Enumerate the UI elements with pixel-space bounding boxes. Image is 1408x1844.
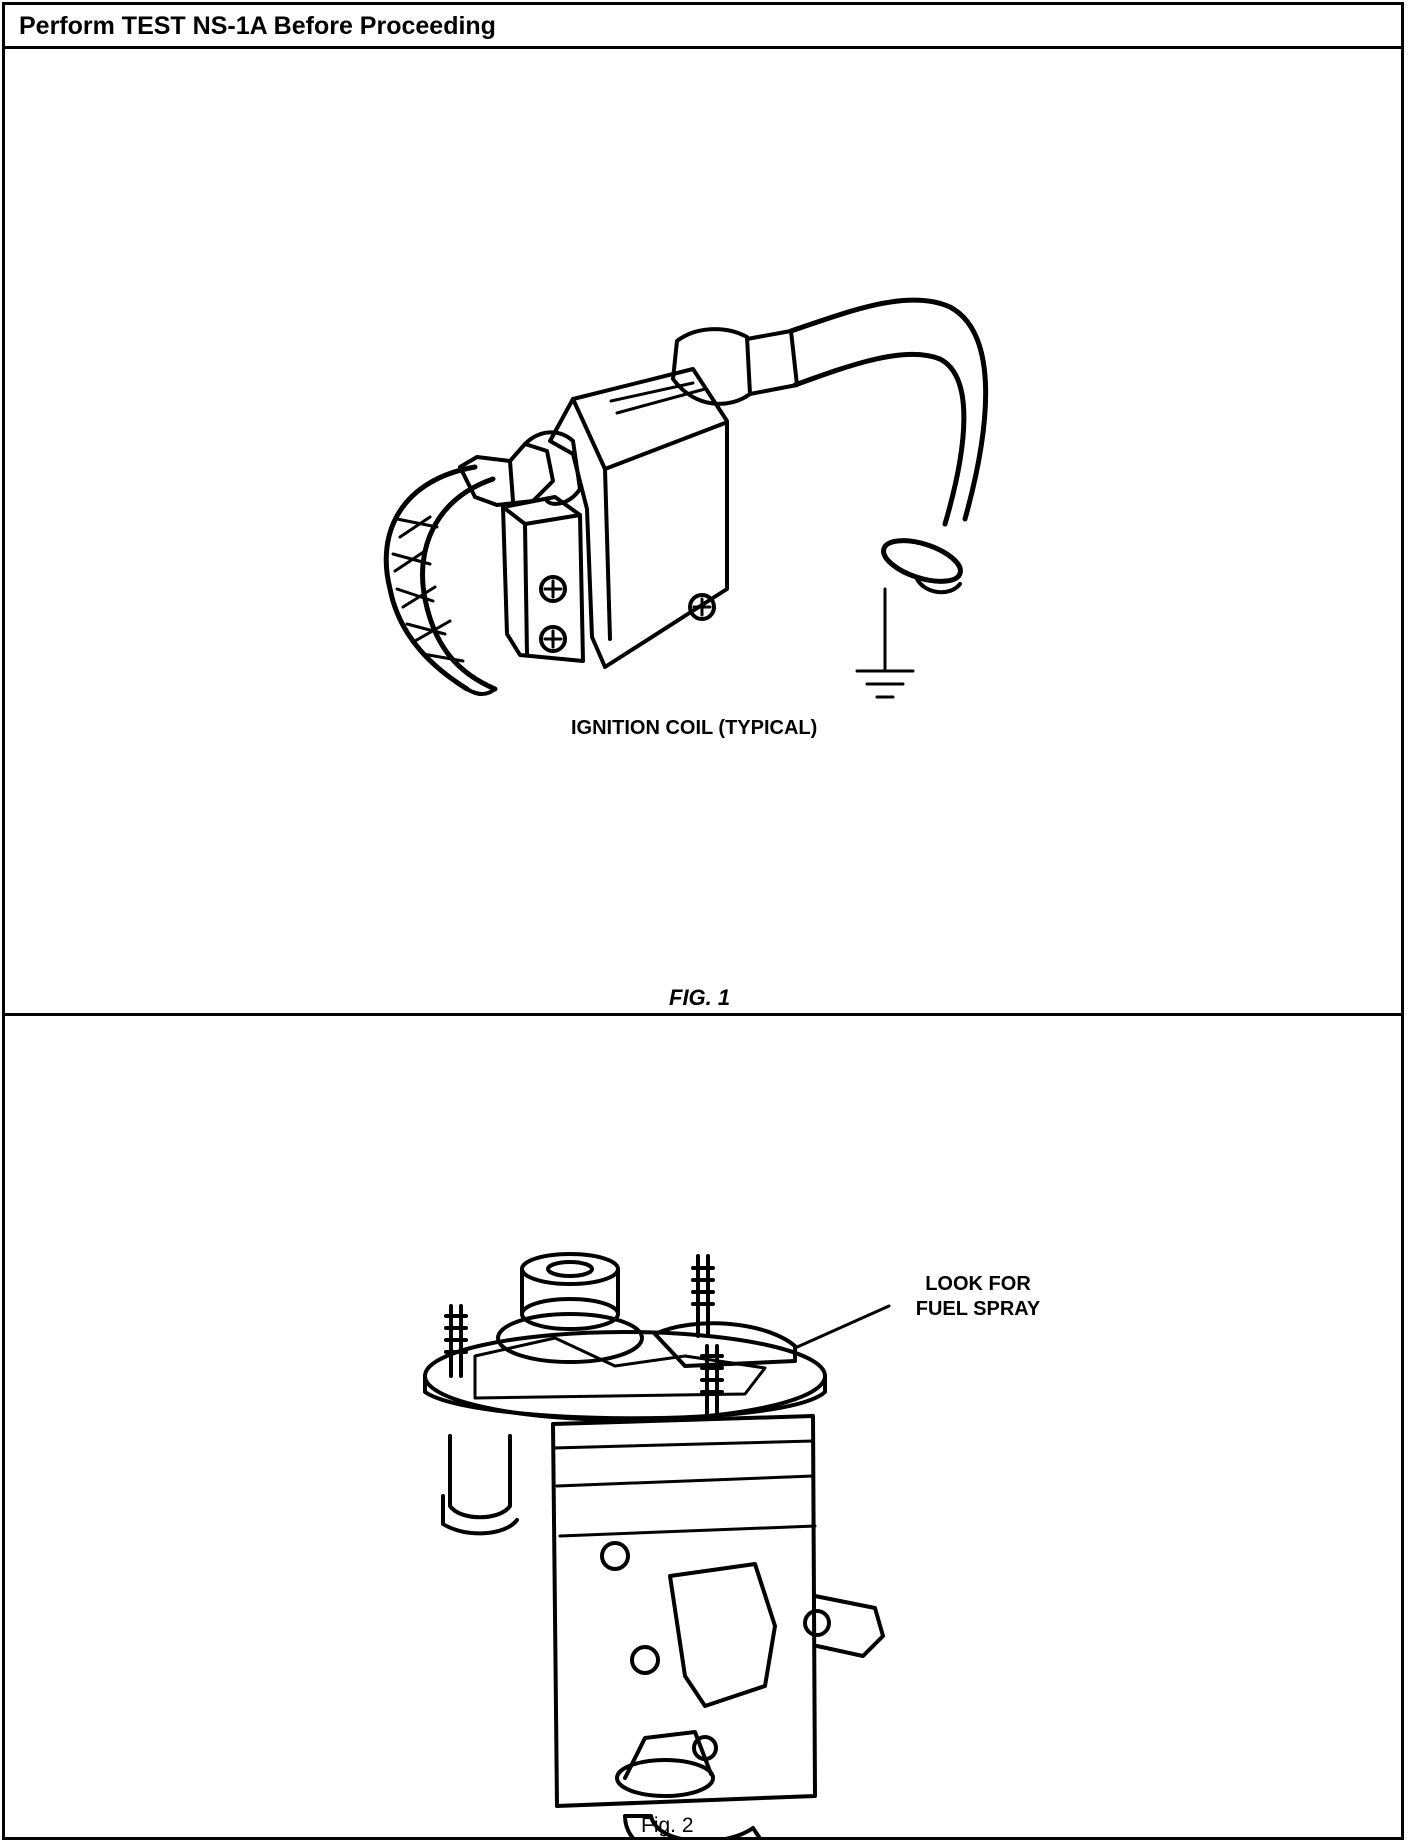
fitting-2 [630,1645,660,1675]
ignition-coil-illustration [383,297,989,699]
fuel-spray-leader-line [793,1304,891,1350]
fitting-1 [600,1541,630,1571]
fuel-spray-callout: LOOK FOR FUEL SPRAY [898,1272,1058,1322]
figure-1-panel: IGNITION COIL (TYPICAL) FIG. 1 [5,49,1401,1016]
ignition-coil-label: IGNITION COIL (TYPICAL) [571,717,818,739]
fuel-spray-callout-line1: LOOK FOR [925,1273,1031,1295]
fuel-spray-callout-line2: FUEL SPRAY [915,1298,1041,1320]
throttle-body-base [551,1414,817,1808]
throttle-lever [668,1562,777,1708]
coil-tower [671,327,752,406]
bracket-screw-1 [539,575,567,603]
throttle-cam [615,1758,715,1798]
figure-1-label: FIG. 1 [669,985,731,1010]
mounting-stud-3 [700,1344,724,1418]
mounting-stud-1 [444,1304,468,1378]
ground-symbol [855,587,915,699]
figure-2-panel: LOOK FOR FUEL SPRAY Fig. 2 [5,1016,1401,1837]
sheet-header: Perform TEST NS-1A Before Proceeding [5,5,1401,49]
wire-connector [458,442,555,507]
high-tension-lead [788,297,989,522]
sheet-title: Perform TEST NS-1A Before Proceeding [19,12,496,40]
mounting-bracket [501,495,585,663]
coil-body [548,367,729,669]
throttle-body-illustration [423,1252,891,1837]
bracket-screw-3 [688,593,716,621]
bracket-screw-2 [539,625,567,653]
figure-2-label: Fig. 2 [641,1814,694,1837]
fuel-pressure-dome [653,1321,797,1368]
fuel-injector-cap [520,1252,620,1286]
wire-harness [383,464,478,692]
mounting-stud-2 [691,1254,715,1338]
throttle-body-top-plate [423,1330,827,1422]
